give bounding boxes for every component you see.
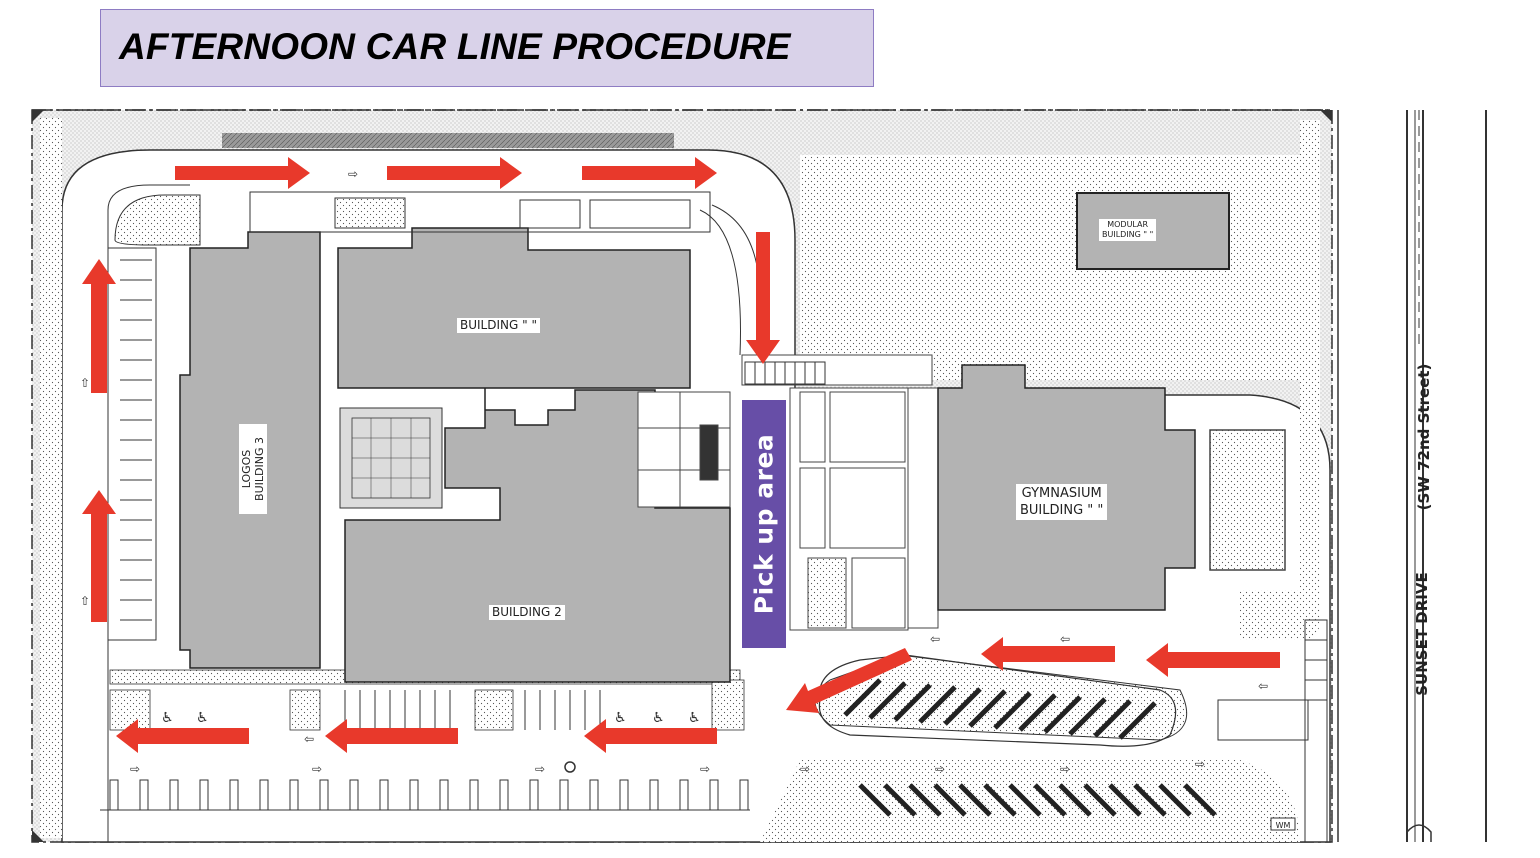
gym-label-line-1: GYMNASIUM <box>1021 486 1102 501</box>
building-2-label: BUILDING 2 <box>489 605 565 620</box>
landscape-areas <box>40 118 1320 842</box>
pickup-area-label: Pick up area <box>749 433 779 615</box>
svg-text:⇨: ⇨ <box>935 762 945 776</box>
svg-text:⇦: ⇦ <box>1258 679 1268 693</box>
corridor-grid <box>637 391 731 508</box>
svg-text:⇦: ⇦ <box>1060 632 1070 646</box>
street-sw72-label: (SW 72nd Street) <box>1415 363 1433 511</box>
arrow-east-2 <box>387 157 522 189</box>
svg-text:⇨: ⇨ <box>348 167 358 181</box>
street-sunset-label: SUNSET DRIVE <box>1413 572 1431 696</box>
lane-arrows: ⇨ ⇧ ⇧ ⇨ ⇨ ⇨ ⇨ ⇨ ⇨ ⇨ ⇨ ⇦ ⇦ ⇦ ⇦ <box>80 167 1268 776</box>
svg-text:♿: ♿ <box>161 710 174 726</box>
svg-text:⇨: ⇨ <box>700 762 710 776</box>
page-title: AFTERNOON CAR LINE PROCEDURE <box>119 26 791 67</box>
modular-building-label: MODULAR BUILDING " " <box>1099 219 1157 241</box>
parking-stalls-west <box>120 259 152 621</box>
arrow-south <box>746 232 780 364</box>
courtyard-grid <box>741 354 939 631</box>
svg-text:⇨: ⇨ <box>1060 762 1070 776</box>
svg-text:⇧: ⇧ <box>80 376 90 390</box>
svg-text:⇦: ⇦ <box>304 732 314 746</box>
building-1-label: BUILDING " " <box>457 318 540 333</box>
arrow-north-1 <box>82 490 116 622</box>
svg-text:⇨: ⇨ <box>1195 757 1205 771</box>
svg-text:♿: ♿ <box>652 710 665 726</box>
street-lines <box>1337 110 1487 842</box>
atrium <box>339 407 443 509</box>
arrow-west-gym-2 <box>981 637 1115 671</box>
arrow-east-1 <box>175 157 310 189</box>
wm-marker: WM <box>1270 817 1296 831</box>
east-lot-island <box>818 654 1177 747</box>
gymnasium-label: GYMNASIUM BUILDING " " <box>1016 484 1108 520</box>
svg-text:⇨: ⇨ <box>312 762 322 776</box>
accessible-stalls: ♿ ♿ ♿ ♿ ♿ <box>161 710 701 726</box>
building-1-shape <box>337 227 691 389</box>
svg-text:♿: ♿ <box>196 710 209 726</box>
pickup-area-sign: Pick up area <box>742 400 786 648</box>
arrow-west-south-3 <box>116 719 249 753</box>
logos-label-line-2: BUILDING 3 <box>253 437 266 501</box>
title-box: AFTERNOON CAR LINE PROCEDURE <box>100 9 874 87</box>
svg-text:⇧: ⇧ <box>80 594 90 608</box>
svg-text:⇨: ⇨ <box>800 762 810 776</box>
logos-building-3-label: LOGOS BUILDING 3 <box>239 424 267 514</box>
svg-text:⇨: ⇨ <box>130 762 140 776</box>
wm-label: WM <box>1276 821 1291 830</box>
arrow-west-gym-1 <box>1146 643 1280 677</box>
building-2-shape <box>344 388 731 683</box>
crosswalk <box>744 361 826 385</box>
hydrant-marker <box>564 761 576 773</box>
parking-stalls-south <box>100 690 750 811</box>
svg-text:♿: ♿ <box>688 710 701 726</box>
svg-text:♿: ♿ <box>614 710 627 726</box>
building-detail-strip <box>249 191 761 356</box>
modular-label-line-1: MODULAR <box>1107 220 1149 229</box>
svg-text:⇨: ⇨ <box>535 762 545 776</box>
top-canopy <box>222 133 674 148</box>
logos-label-line-1: LOGOS <box>240 449 253 489</box>
east-curb <box>1304 619 1328 843</box>
parking-stalls-angled <box>843 678 1217 817</box>
modular-label-line-2: BUILDING " " <box>1102 230 1154 239</box>
arrow-east-3 <box>582 157 717 189</box>
gym-label-line-2: BUILDING " " <box>1020 503 1104 518</box>
arrow-west-south-2 <box>325 719 458 753</box>
arrow-north-2 <box>82 259 116 393</box>
arrow-west-south-1 <box>584 719 717 753</box>
svg-text:⇦: ⇦ <box>930 632 940 646</box>
arrow-southwest <box>786 648 912 713</box>
traffic-arrows <box>82 157 1280 753</box>
